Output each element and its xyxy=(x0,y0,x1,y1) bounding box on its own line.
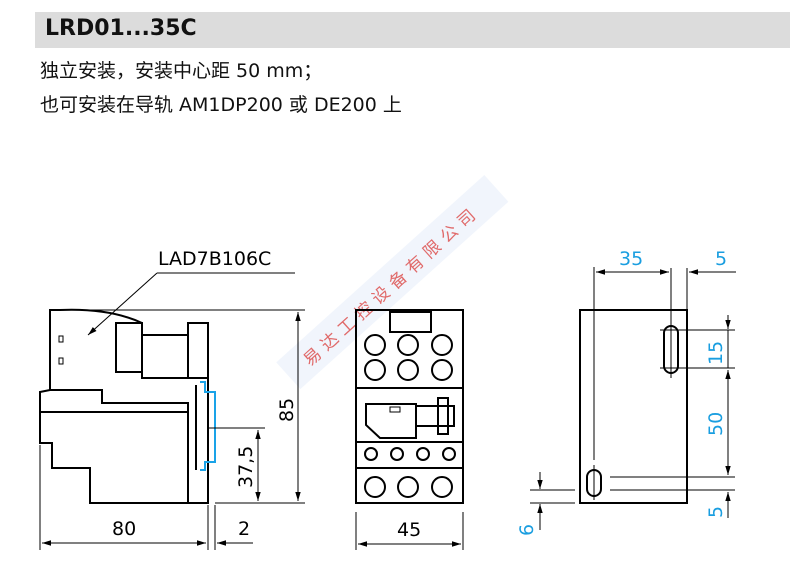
svg-text:易达工控设备有限公司: 易达工控设备有限公司 xyxy=(300,202,484,371)
watermark: 易达工控设备有限公司 xyxy=(276,174,509,390)
callout-label: LAD7B106C xyxy=(158,248,271,270)
dim-5-bottom: 5 xyxy=(705,506,727,518)
side-view: LAD7B106C 85 37,5 80 2 xyxy=(39,248,305,550)
header-bar: LRD01...35C xyxy=(35,12,790,48)
dim-37-5: 37,5 xyxy=(235,446,257,488)
description-line-1: 独立安装，安装中心距 50 mm； xyxy=(40,60,323,82)
description-line-2: 也可安装在导轨 AM1DP200 或 DE200 上 xyxy=(40,94,402,116)
dim-6: 6 xyxy=(516,524,538,536)
dim-5-top: 5 xyxy=(715,248,727,270)
dim-35: 35 xyxy=(619,248,643,270)
title: LRD01...35C xyxy=(45,16,197,41)
mounting-view: 35 5 15 50 5 6 xyxy=(516,248,736,536)
front-view: 45 xyxy=(355,309,464,550)
dim-80: 80 xyxy=(112,518,136,540)
dim-50: 50 xyxy=(705,412,727,436)
dim-85: 85 xyxy=(276,398,298,422)
din-rail xyxy=(200,381,216,471)
dim-15: 15 xyxy=(705,341,727,365)
dim-2: 2 xyxy=(238,518,250,540)
dim-45: 45 xyxy=(397,519,421,541)
